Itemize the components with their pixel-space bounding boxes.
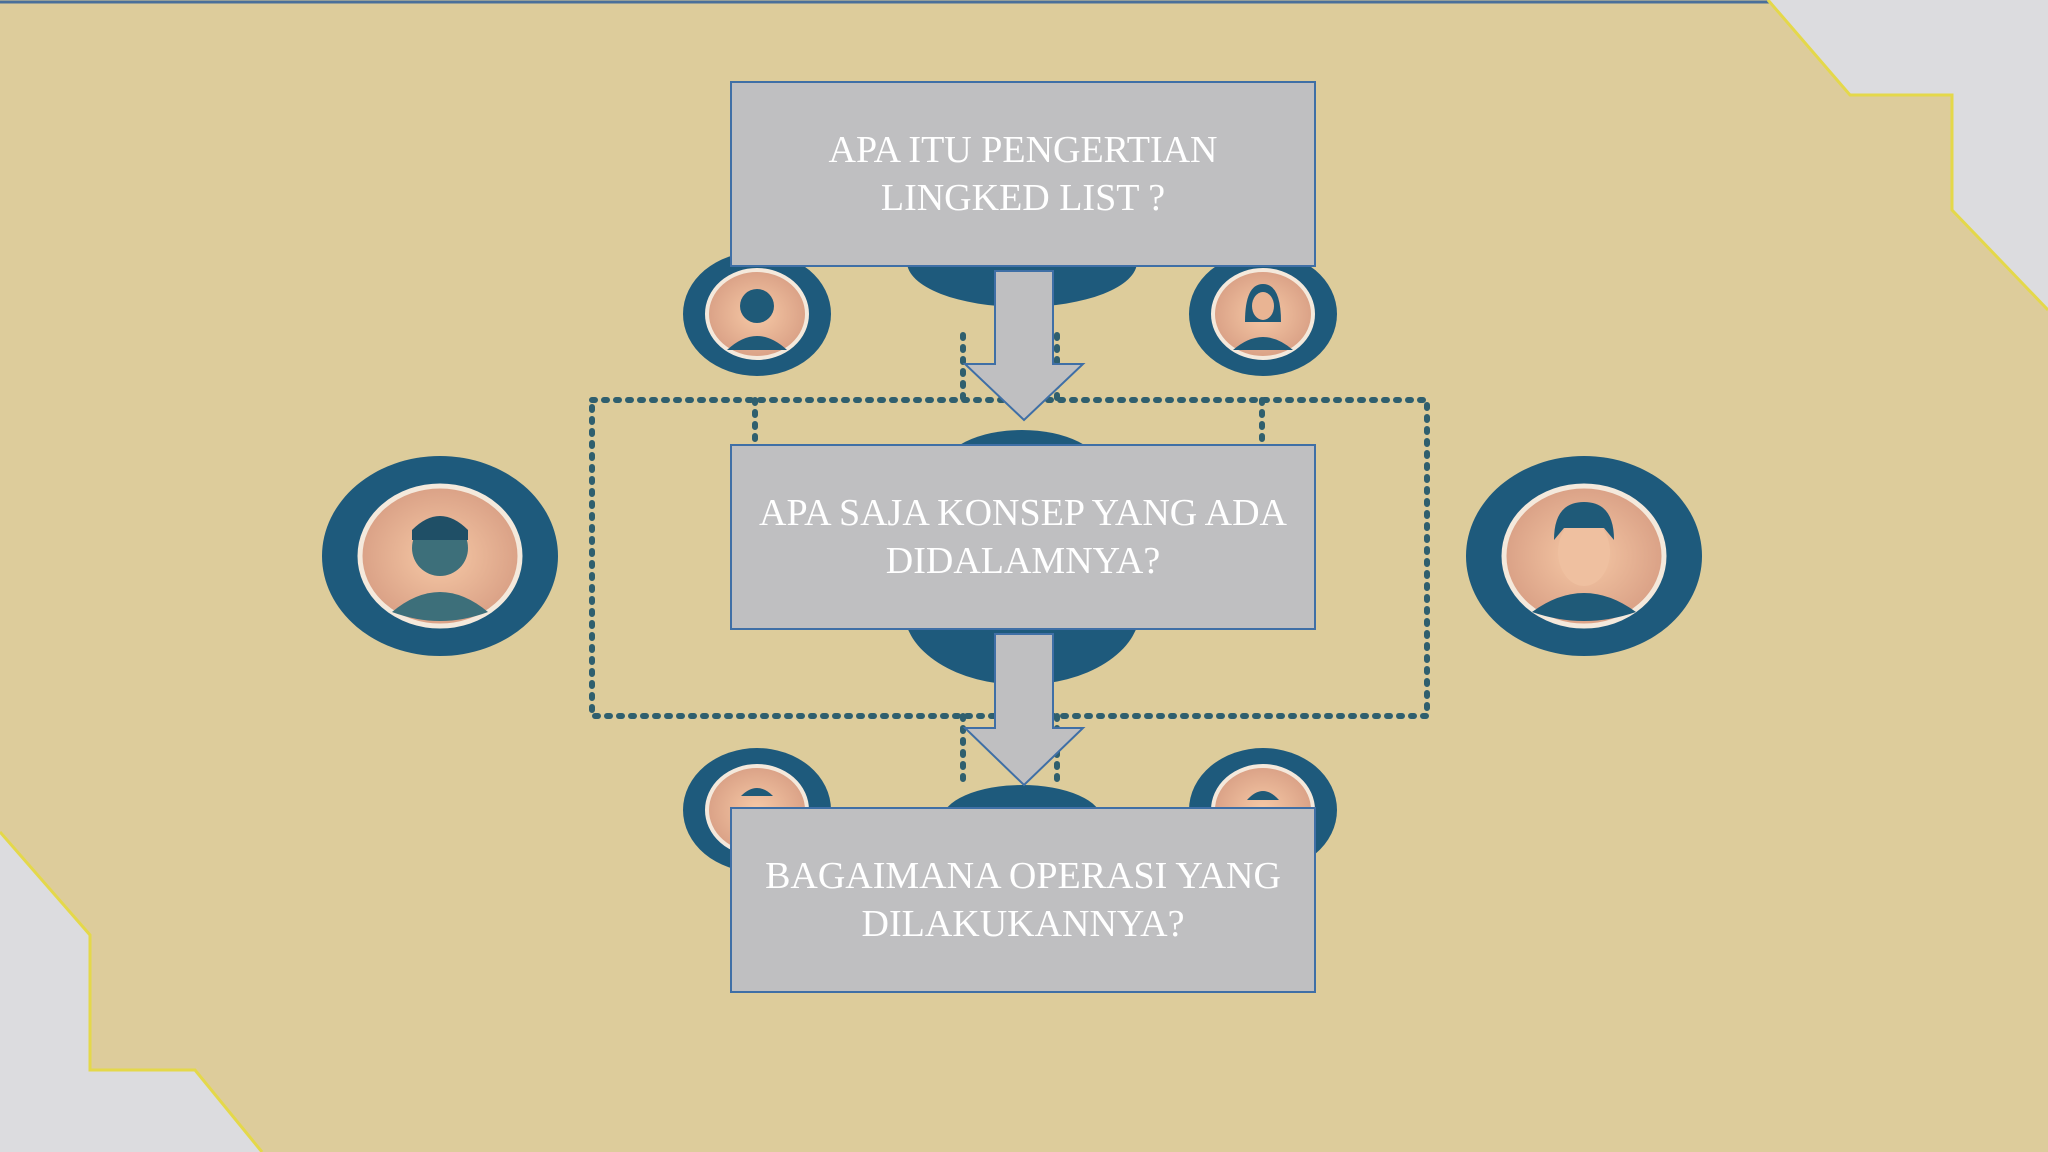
top-right-corner xyxy=(1766,0,2048,312)
arrow-down-1 xyxy=(962,270,1086,422)
question-box-3: BAGAIMANA OPERASI YANG DILAKUKANNYA? xyxy=(730,807,1316,993)
avatar-large-left xyxy=(322,456,558,656)
arrow-down-2 xyxy=(962,633,1086,787)
bottom-left-corner xyxy=(0,831,264,1152)
question-box-2: APA SAJA KONSEP YANG ADA DIDALAMNYA? xyxy=(730,444,1316,630)
question-2-text: APA SAJA KONSEP YANG ADA DIDALAMNYA? xyxy=(759,492,1287,582)
question-3-text: BAGAIMANA OPERASI YANG DILAKUKANNYA? xyxy=(765,855,1281,945)
question-1-text: APA ITU PENGERTIAN LINGKED LIST ? xyxy=(828,129,1218,219)
avatar-top-right xyxy=(1189,252,1337,376)
avatar-top-left xyxy=(683,252,831,376)
question-box-1: APA ITU PENGERTIAN LINGKED LIST ? xyxy=(730,81,1316,267)
flow-arrows xyxy=(962,270,1086,787)
avatar-large-right xyxy=(1466,456,1702,656)
